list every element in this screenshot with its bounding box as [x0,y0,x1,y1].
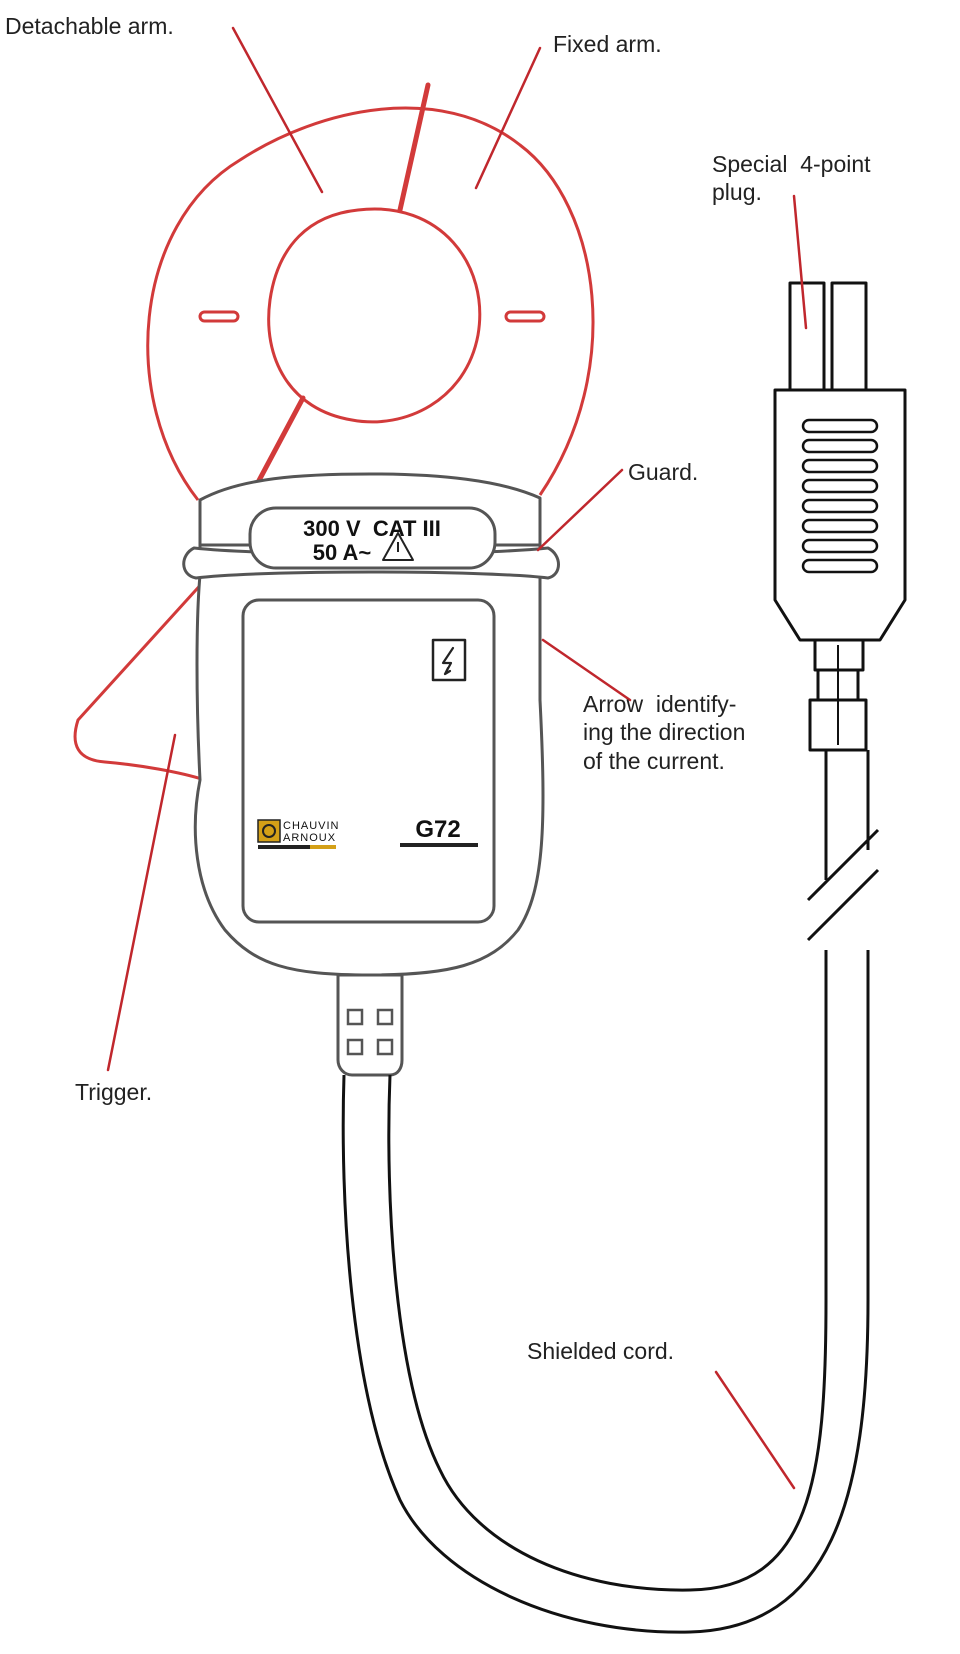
cord-outer-edge [341,950,870,1634]
strain-relief-pad-2 [376,1008,394,1026]
leader-detachable-arm [231,26,324,194]
label-detachable-arm: Detachable arm. [5,13,174,39]
jaw-split-lines [252,82,431,491]
shielded-cord [341,750,880,1634]
plug-grip-slots [801,418,879,574]
label-trigger: Trigger. [75,1079,153,1105]
leader-trigger [106,733,177,1072]
label-arrow-line2: ing the direction [583,719,746,746]
plug-grip-slot [801,498,879,514]
strain-relief-pad-3 [346,1038,364,1056]
clamp-jaws [146,106,595,501]
label-arrow: Arrow identify- ing the direction of the… [583,690,745,775]
plug-grip-slot [801,478,879,494]
leader-fixed-arm [474,46,542,190]
brand-logo-icon [257,819,281,843]
strain-relief-details [346,1008,394,1056]
cord-break-mark-1 [806,828,880,902]
cord-break-mark-2 [806,868,880,942]
brand-underbar [258,845,336,849]
label-fixed-arm: Fixed arm. [553,31,662,57]
plug-prong-left [788,281,826,395]
label-plug: Special 4-point plug. [712,150,871,207]
brand-name-line1: CHAUVIN [283,820,340,832]
plug-grip-slot [801,538,879,554]
jaw-inner-opening [267,207,482,424]
label-shielded-cord: Shielded cord. [527,1338,675,1364]
plug [773,281,907,752]
front-panel [241,598,496,924]
plug-grip-slot [801,458,879,474]
label-plug-line1: Special 4-point [712,151,871,177]
label-arrow-line1: Arrow identify- [583,691,737,717]
rating-voltage-text: 300 V CAT III [303,516,441,541]
lightning-arrow-icon [441,646,455,676]
leader-plug [792,194,808,330]
jaw-split-top [397,82,431,213]
model-name: G72 [415,816,460,843]
leader-arrow [541,638,632,702]
jaw-slot-right [504,310,546,323]
label-guard: Guard. [628,459,699,485]
cord-inner-edge [387,950,828,1592]
trigger-lever [73,578,207,782]
strain-relief-pad-1 [346,1008,364,1026]
brand-logo-mark [262,824,276,838]
plug-grip-slot [801,438,879,454]
plug-grip-slot [801,518,879,534]
rating-current-text: 50 A~ [313,540,372,565]
jaw-outer-outline [146,106,595,501]
leader-lines [106,26,808,1490]
brand-underbar-accent [310,845,336,849]
brand-name-line2: ARNOUX [283,832,336,844]
arrow-icon-box [431,638,467,682]
rating-label-box [248,506,497,570]
jaw-split-bottom [252,395,306,491]
model-subline [400,843,478,847]
jaw-slot-left [198,310,240,323]
plug-prong-right [830,281,868,395]
label-arrow-line3: of the current. [583,747,725,774]
clamp-body [182,472,560,1077]
plug-grip-slot [801,558,879,574]
label-plug-line2: plug. [712,179,762,206]
plug-grip-slot [801,418,879,434]
leader-guard [536,468,624,552]
warning-icon [382,532,414,561]
plug-housing [773,388,907,642]
leader-cord [714,1370,796,1490]
strain-relief-pad-4 [376,1038,394,1056]
